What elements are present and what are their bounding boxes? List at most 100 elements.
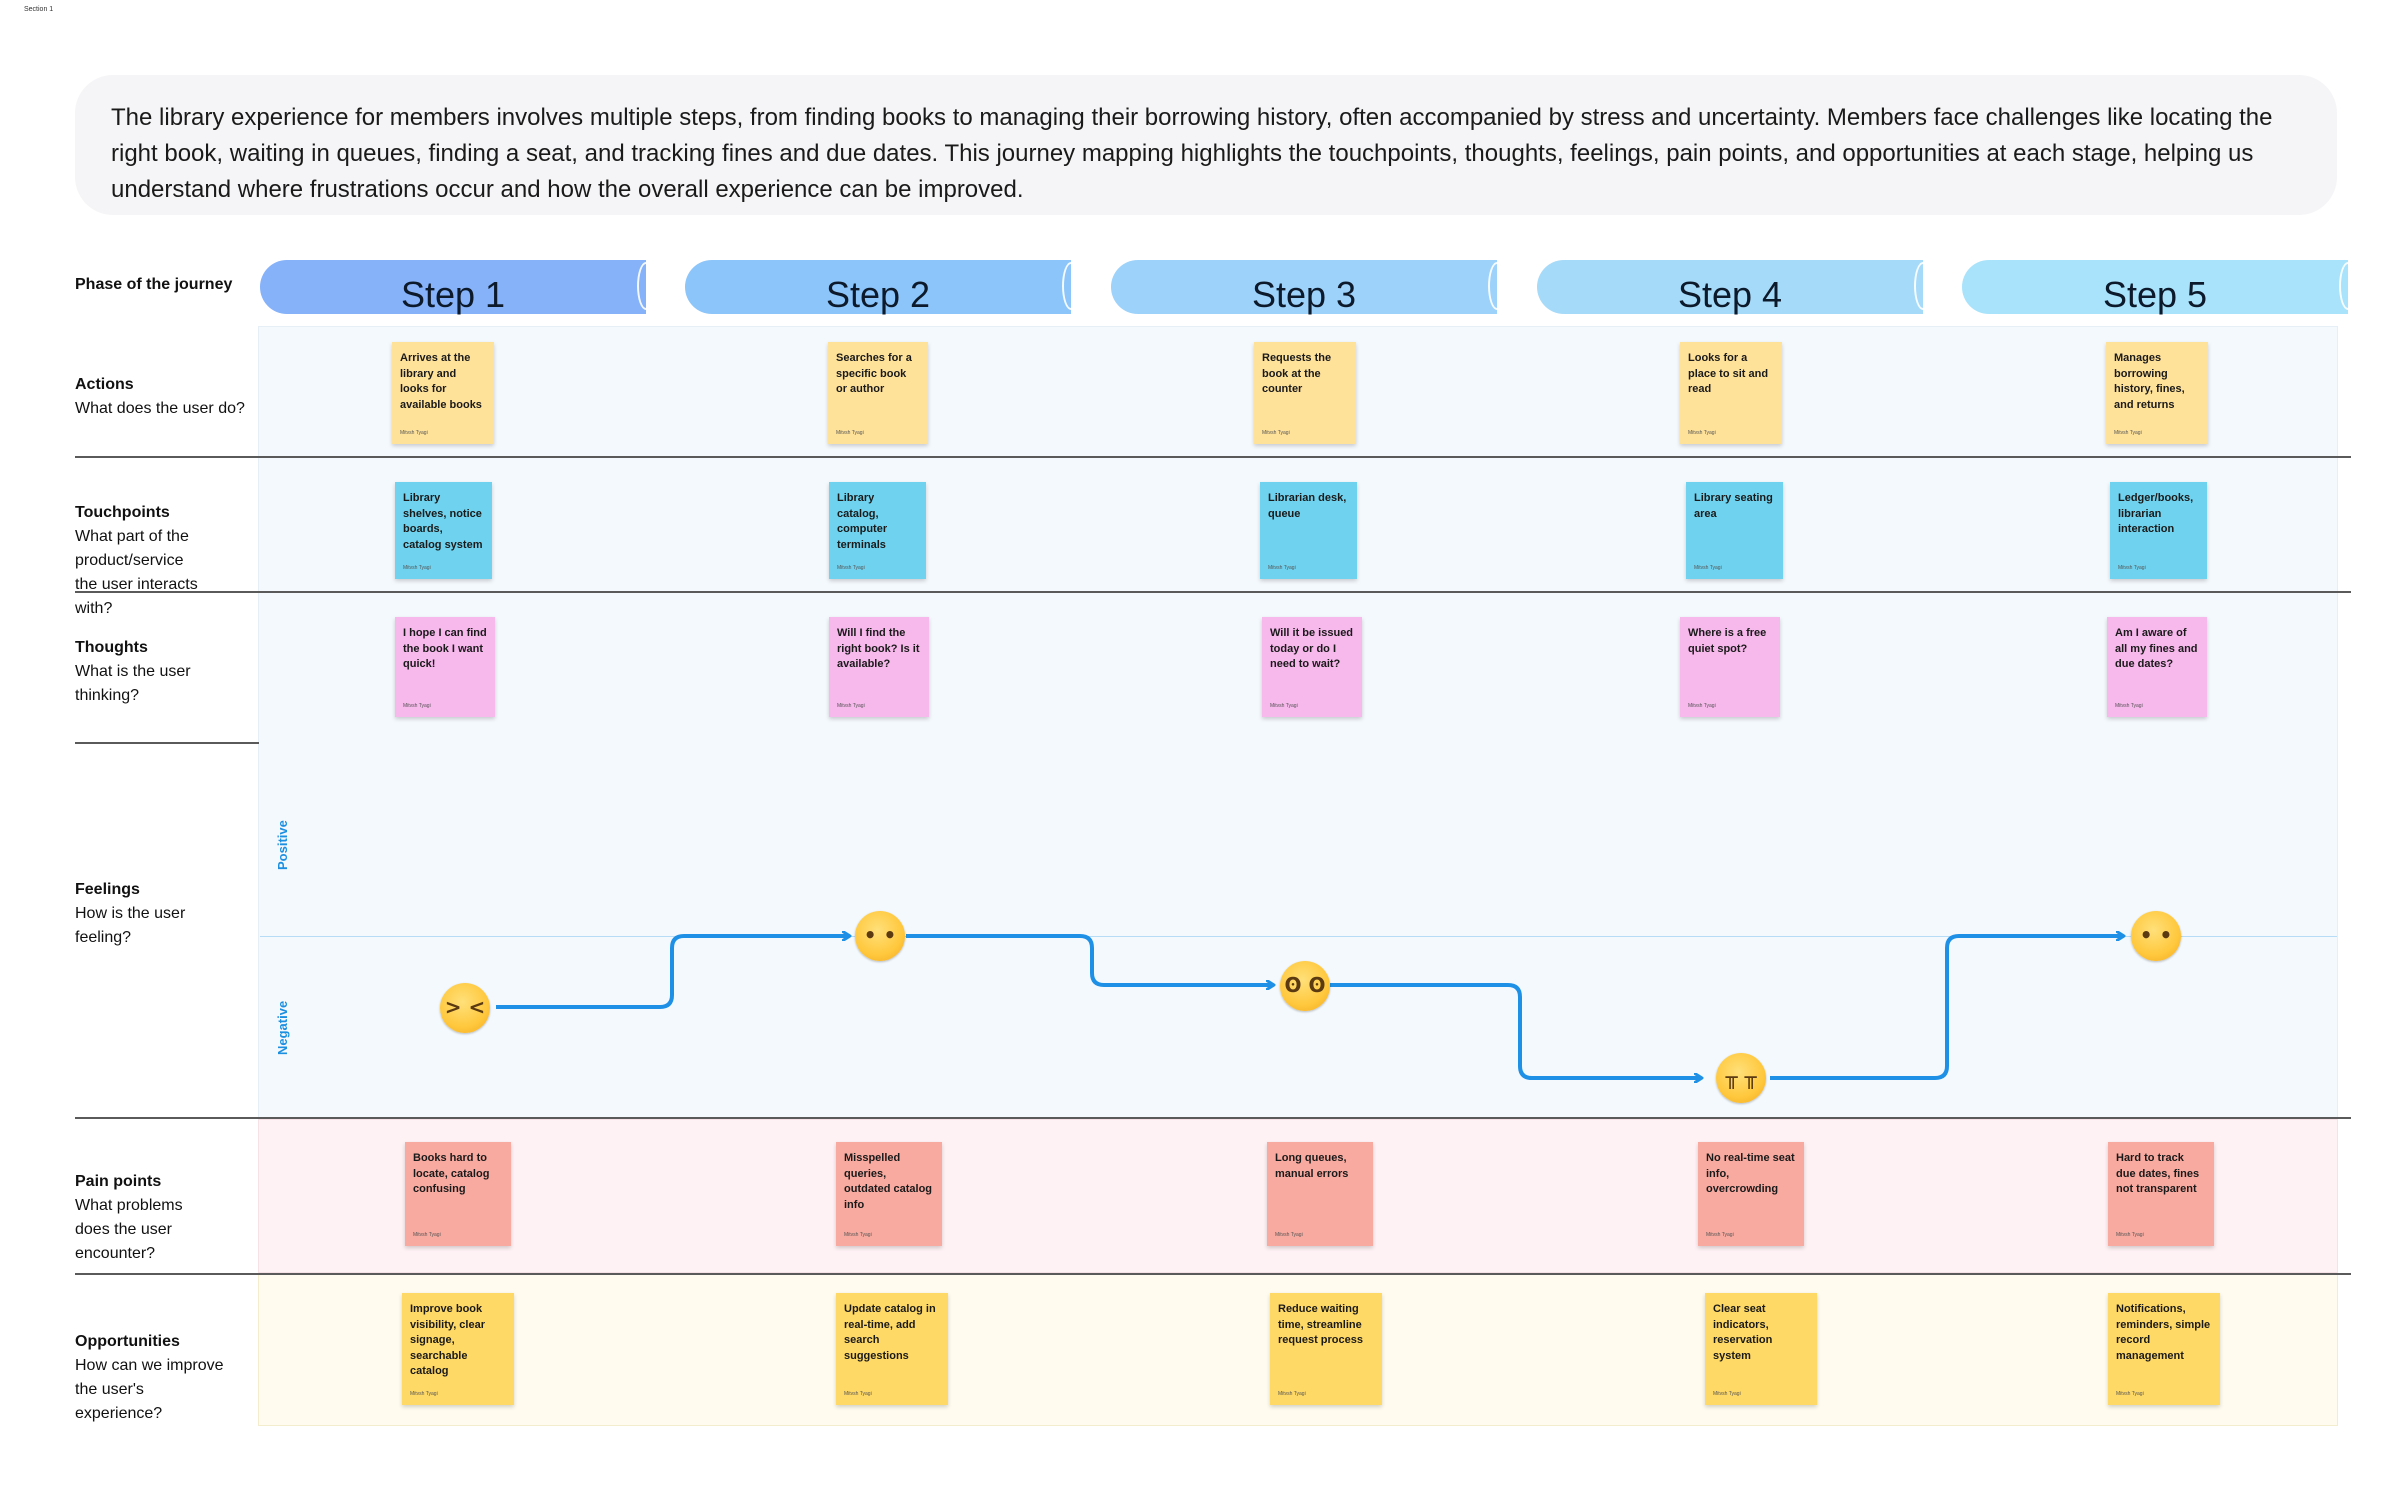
touchpoint-note[interactable]: Library seating area Mitvsh Tyagi xyxy=(1686,482,1783,579)
note-text: Clear seat indicators, reservation syste… xyxy=(1713,1303,1773,1362)
thought-note[interactable]: Will it be issued today or do I need to … xyxy=(1262,617,1362,717)
divider xyxy=(75,591,2351,593)
pain-point-note[interactable]: No real-time seat info, overcrowding Mit… xyxy=(1698,1142,1804,1246)
grimacing-face-icon: ʘ ʘ xyxy=(1280,961,1330,1011)
row-label-touchpoints: Touchpoints What part of the product/ser… xyxy=(75,501,205,621)
face-glyph: ʘ ʘ xyxy=(1284,973,1326,997)
note-author: Mitvsh Tyagi xyxy=(2114,430,2142,436)
crying-face-icon: ╥ ╥ xyxy=(1716,1053,1766,1103)
touchpoint-note[interactable]: Library shelves, notice boards, catalog … xyxy=(395,482,492,579)
thought-note[interactable]: Will I find the right book? Is it availa… xyxy=(829,617,929,717)
note-author: Mitvsh Tyagi xyxy=(1688,430,1716,436)
pill-cap xyxy=(1062,262,1080,310)
note-author: Mitvsh Tyagi xyxy=(1278,1391,1306,1397)
note-text: Will I find the right book? Is it availa… xyxy=(837,627,920,670)
note-text: Librarian desk, queue xyxy=(1268,492,1347,520)
touchpoint-note[interactable]: Librarian desk, queue Mitvsh Tyagi xyxy=(1260,482,1357,579)
face-glyph: • • xyxy=(863,923,897,947)
note-author: Mitvsh Tyagi xyxy=(410,1391,438,1397)
note-text: Reduce waiting time, streamline request … xyxy=(1278,1303,1363,1346)
neutral-face-icon: • • xyxy=(2131,911,2181,961)
face-glyph: ╥ ╥ xyxy=(1725,1065,1757,1089)
note-author: Mitvsh Tyagi xyxy=(2116,1232,2144,1238)
note-text: Library seating area xyxy=(1694,492,1773,520)
note-text: Misspelled queries, outdated catalog inf… xyxy=(844,1152,933,1211)
note-author: Mitvsh Tyagi xyxy=(403,703,431,709)
row-desc: How is the user feeling? xyxy=(75,905,186,946)
opportunity-note[interactable]: Clear seat indicators, reservation syste… xyxy=(1705,1293,1817,1405)
touchpoint-note[interactable]: Library catalog, computer terminals Mitv… xyxy=(829,482,926,579)
note-author: Mitvsh Tyagi xyxy=(837,565,865,571)
pill-cap xyxy=(1914,262,1932,310)
note-author: Mitvsh Tyagi xyxy=(1275,1232,1303,1238)
feeling-segment-1 xyxy=(496,936,848,1009)
row-title: Opportunities xyxy=(75,1333,180,1350)
phase-label: Phase of the journey xyxy=(75,276,233,293)
pill-cap xyxy=(637,262,655,310)
note-author: Mitvsh Tyagi xyxy=(1694,565,1722,571)
note-author: Mitvsh Tyagi xyxy=(1268,565,1296,571)
note-author: Mitvsh Tyagi xyxy=(2115,703,2143,709)
note-text: Where is a free quiet spot? xyxy=(1688,627,1767,655)
pain-point-note[interactable]: Long queues, manual errors Mitvsh Tyagi xyxy=(1267,1142,1373,1246)
note-author: Mitvsh Tyagi xyxy=(844,1391,872,1397)
note-text: Will it be issued today or do I need to … xyxy=(1270,627,1354,670)
row-desc: What part of the product/service the use… xyxy=(75,528,198,617)
opportunity-note[interactable]: Reduce waiting time, streamline request … xyxy=(1270,1293,1382,1405)
note-author: Mitvsh Tyagi xyxy=(1688,703,1716,709)
step-label: Step 4 xyxy=(1677,274,1783,315)
pain-point-note[interactable]: Hard to track due dates, fines not trans… xyxy=(2108,1142,2214,1246)
opportunity-note[interactable]: Update catalog in real-time, add search … xyxy=(836,1293,948,1405)
step-label: Step 5 xyxy=(2102,274,2208,315)
note-text: Improve book visibility, clear signage, … xyxy=(410,1303,486,1377)
row-label-opportunities: Opportunities How can we improve the use… xyxy=(75,1330,225,1426)
note-text: Requests the book at the counter xyxy=(1262,352,1332,395)
note-text: Manages borrowing history, fines, and re… xyxy=(2114,352,2185,411)
opportunity-note[interactable]: Improve book visibility, clear signage, … xyxy=(402,1293,514,1405)
thought-note[interactable]: Where is a free quiet spot? Mitvsh Tyagi xyxy=(1680,617,1780,717)
row-title: Thoughts xyxy=(75,639,148,656)
row-label-pain-points: Pain points What problems does the user … xyxy=(75,1170,205,1266)
action-note[interactable]: Searches for a specific book or author M… xyxy=(828,342,928,444)
pain-point-note[interactable]: Misspelled queries, outdated catalog inf… xyxy=(836,1142,942,1246)
note-author: Mitvsh Tyagi xyxy=(844,1232,872,1238)
row-title: Actions xyxy=(75,376,134,393)
step-5-pill: Step 5 xyxy=(1962,260,2357,315)
note-text: I hope I can find the book I want quick! xyxy=(403,627,487,670)
pain-point-note[interactable]: Books hard to locate, catalog confusing … xyxy=(405,1142,511,1246)
note-author: Mitvsh Tyagi xyxy=(413,1232,441,1238)
touchpoint-note[interactable]: Ledger/books, librarian interaction Mitv… xyxy=(2110,482,2207,579)
thought-note[interactable]: Am I aware of all my fines and due dates… xyxy=(2107,617,2207,717)
neutral-face-icon: • • xyxy=(855,911,905,961)
intro-text: The library experience for members invol… xyxy=(111,104,2273,203)
thought-note[interactable]: I hope I can find the book I want quick!… xyxy=(395,617,495,717)
note-text: Long queues, manual errors xyxy=(1275,1152,1349,1180)
row-desc: What does the user do? xyxy=(75,400,245,417)
note-text: Notifications, reminders, simple record … xyxy=(2116,1303,2211,1362)
divider xyxy=(75,1273,2351,1275)
action-note[interactable]: Looks for a place to sit and read Mitvsh… xyxy=(1680,342,1782,444)
face-glyph: > < xyxy=(444,995,486,1019)
action-note[interactable]: Manages borrowing history, fines, and re… xyxy=(2106,342,2208,444)
opportunity-note[interactable]: Notifications, reminders, simple record … xyxy=(2108,1293,2220,1405)
note-text: Looks for a place to sit and read xyxy=(1688,352,1769,395)
action-note[interactable]: Requests the book at the counter Mitvsh … xyxy=(1254,342,1356,444)
tired-face-icon: > < xyxy=(440,983,490,1033)
feeling-segment-3 xyxy=(1330,983,1700,1078)
step-1-pill: Step 1 xyxy=(260,260,655,315)
row-title: Feelings xyxy=(75,881,140,898)
pill-cap xyxy=(1488,262,1506,310)
note-author: Mitvsh Tyagi xyxy=(1270,703,1298,709)
neutral-line xyxy=(260,936,2337,937)
note-author: Mitvsh Tyagi xyxy=(1706,1232,1734,1238)
note-text: Update catalog in real-time, add search … xyxy=(844,1303,936,1362)
note-author: Mitvsh Tyagi xyxy=(400,430,428,436)
row-desc: What is the user thinking? xyxy=(75,663,191,704)
action-note[interactable]: Arrives at the library and looks for ava… xyxy=(392,342,494,444)
note-author: Mitvsh Tyagi xyxy=(403,565,431,571)
feeling-segment-2 xyxy=(906,934,1272,985)
note-author: Mitvsh Tyagi xyxy=(837,703,865,709)
note-text: Books hard to locate, catalog confusing xyxy=(413,1152,490,1195)
feeling-segment-4 xyxy=(1770,936,2122,1080)
note-text: Hard to track due dates, fines not trans… xyxy=(2116,1152,2200,1195)
